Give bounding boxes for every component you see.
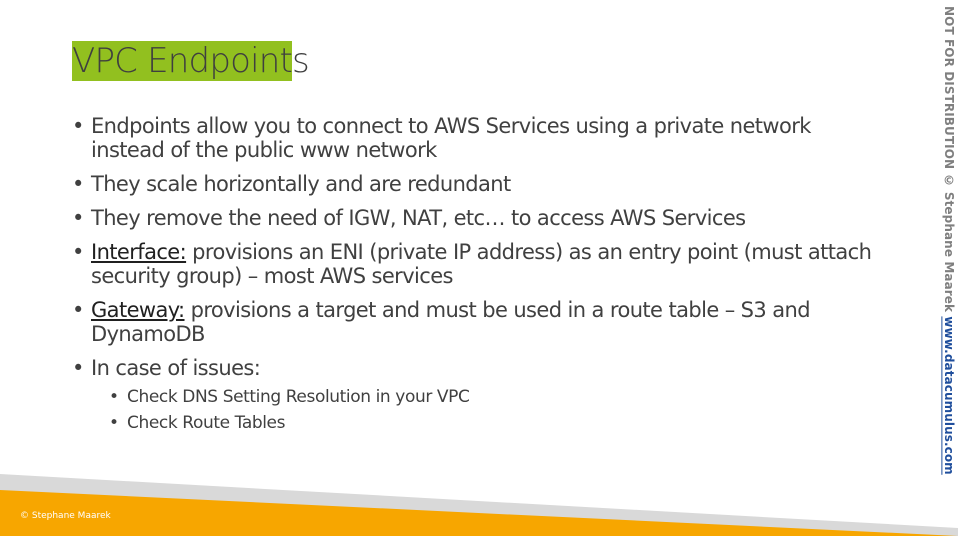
- bullet-remove-need: They remove the need of IGW, NAT, etc… t…: [72, 206, 872, 230]
- sub-bullet-check-dns: Check DNS Setting Resolution in your VPC: [91, 384, 872, 410]
- title-suffix: s: [292, 41, 310, 81]
- bullet-endpoints-allow: Endpoints allow you to connect to AWS Se…: [72, 114, 872, 162]
- sub-bullet-check-route-tables: Check Route Tables: [91, 410, 872, 436]
- sub-bullet-list: Check DNS Setting Resolution in your VPC…: [91, 384, 872, 436]
- bullet-scale-horizontally: They scale horizontally and are redundan…: [72, 172, 872, 196]
- bullet-keyword-interface: Interface:: [91, 240, 187, 264]
- page-title: VPC Endpoints: [72, 38, 310, 84]
- bullet-text: provisions an ENI (private IP address) a…: [91, 240, 872, 288]
- bullet-in-case-of-issues: In case of issues: Check DNS Setting Res…: [72, 356, 872, 436]
- bullet-keyword-gateway: Gateway:: [91, 298, 185, 322]
- bullet-text: They scale horizontally and are redundan…: [91, 172, 511, 196]
- bullet-text: provisions a target and must be used in …: [91, 298, 811, 346]
- bullet-text: Endpoints allow you to connect to AWS Se…: [91, 114, 811, 162]
- bullet-gateway: Gateway: provisions a target and must be…: [72, 298, 872, 346]
- bullet-text: In case of issues:: [91, 356, 261, 380]
- bullet-text: They remove the need of IGW, NAT, etc… t…: [91, 206, 746, 230]
- copyright-notice: © Stephane Maarek: [20, 511, 111, 521]
- bullet-list: Endpoints allow you to connect to AWS Se…: [72, 114, 872, 446]
- side-watermark: NOT FOR DISTRIBUTION © Stephane Maarek w…: [942, 6, 956, 522]
- title-highlight: VPC Endpoint: [72, 41, 293, 81]
- bullet-interface: Interface: provisions an ENI (private IP…: [72, 240, 872, 288]
- side-link[interactable]: www.datacumulus.com: [942, 316, 956, 475]
- footer-orange-band: [0, 490, 958, 536]
- side-label: NOT FOR DISTRIBUTION © Stephane Maarek: [942, 6, 956, 317]
